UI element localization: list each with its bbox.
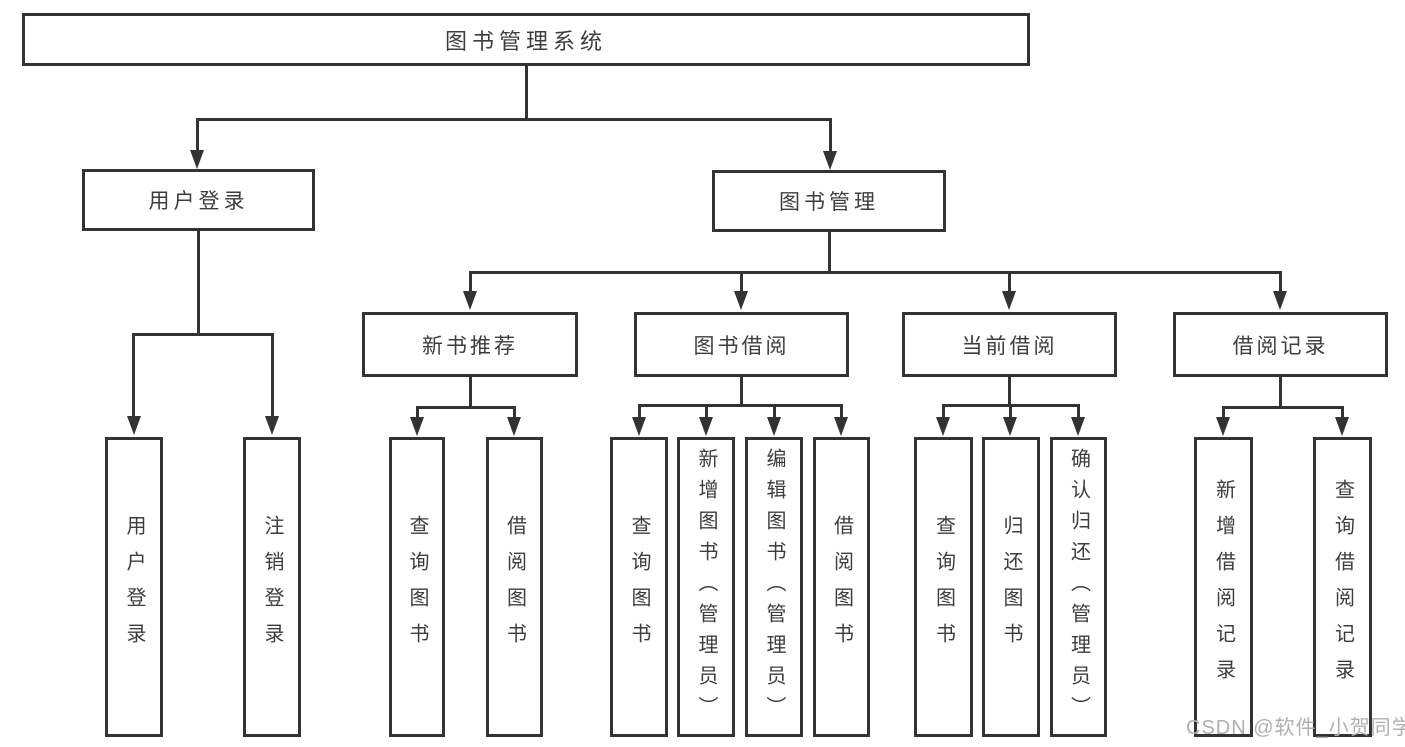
arrow-down-icon	[1273, 291, 1287, 310]
connector-line	[1077, 404, 1080, 418]
node-new-book-recommend: 新书推荐	[362, 312, 578, 377]
leaf-user-login: 用户登录	[105, 437, 163, 737]
arrow-down-icon	[1216, 417, 1230, 436]
node-borrowing-records-label: 借阅记录	[1232, 334, 1329, 358]
connector-line	[638, 404, 843, 407]
connector-line	[829, 118, 832, 151]
node-book-borrowing-label: 图书借阅	[693, 334, 790, 358]
leaf-bb-borrow-books: 借阅图书	[813, 437, 870, 737]
leaf-bb-add-books-admin: 新增图书（管理员）	[677, 437, 735, 737]
csdn-watermark: CSDN @软件_小贺同学	[1186, 717, 1405, 739]
arrow-down-icon	[1071, 417, 1085, 436]
connector-line	[942, 404, 945, 418]
connector-line	[740, 377, 743, 406]
connector-line	[469, 377, 472, 408]
leaf-nbr-borrow-books: 借阅图书	[486, 437, 543, 737]
arrow-down-icon	[699, 417, 713, 436]
connector-line	[638, 404, 641, 418]
node-root-label: 图书管理系统	[444, 28, 607, 54]
arrow-down-icon	[127, 416, 141, 435]
connector-line	[469, 271, 472, 293]
leaf-cb-return-books-label: 归还图书	[1000, 515, 1022, 659]
connector-line	[1279, 271, 1282, 293]
connector-line	[1009, 404, 1012, 418]
leaf-br-add-record: 新增借阅记录	[1194, 437, 1253, 737]
arrow-down-icon	[265, 416, 279, 435]
arrow-down-icon	[936, 417, 950, 436]
node-user-login: 用户登录	[82, 169, 315, 231]
connector-line	[197, 231, 200, 335]
leaf-br-query-record-label: 查询借阅记录	[1331, 479, 1354, 695]
leaf-cb-query-books-label: 查询图书	[932, 515, 955, 659]
leaf-nbr-query-books-label: 查询图书	[406, 515, 428, 659]
node-current-borrowing: 当前借阅	[902, 312, 1117, 377]
connector-line	[469, 271, 1282, 274]
connector-line	[271, 333, 274, 416]
node-book-management: 图书管理	[712, 170, 946, 232]
leaf-bb-borrow-books-label: 借阅图书	[830, 515, 853, 659]
leaf-cb-confirm-return-admin-label: 确认归还（管理员）	[1067, 447, 1090, 727]
leaf-logout-label: 注销登录	[261, 515, 283, 659]
leaf-nbr-borrow-books-label: 借阅图书	[503, 515, 526, 659]
arrow-down-icon	[632, 417, 646, 436]
connector-line	[525, 66, 528, 120]
arrow-down-icon	[823, 151, 837, 170]
connector-line	[828, 232, 831, 273]
connector-line	[1222, 406, 1344, 409]
leaf-cb-confirm-return-admin: 确认归还（管理员）	[1050, 437, 1107, 737]
leaf-logout: 注销登录	[243, 437, 301, 737]
node-new-book-recommend-label: 新书推荐	[422, 334, 518, 358]
connector-line	[196, 118, 199, 151]
arrow-down-icon	[734, 291, 748, 310]
node-borrowing-records: 借阅记录	[1173, 312, 1388, 377]
arrow-down-icon	[834, 417, 848, 436]
arrow-down-icon	[767, 417, 781, 436]
connector-line	[1222, 406, 1225, 418]
node-book-management-label: 图书管理	[779, 191, 879, 214]
connector-line	[197, 118, 831, 121]
arrow-down-icon	[463, 291, 477, 310]
leaf-br-add-record-label: 新增借阅记录	[1212, 479, 1235, 695]
leaf-br-query-record: 查询借阅记录	[1313, 437, 1372, 737]
node-book-borrowing: 图书借阅	[634, 312, 849, 377]
leaf-nbr-query-books: 查询图书	[389, 437, 445, 737]
arrow-down-icon	[410, 417, 424, 436]
connector-line	[740, 271, 743, 293]
connector-line	[705, 404, 708, 418]
leaf-bb-query-books-label: 查询图书	[628, 515, 650, 659]
node-root: 图书管理系统	[22, 13, 1030, 66]
node-current-borrowing-label: 当前借阅	[961, 334, 1058, 358]
leaf-bb-query-books: 查询图书	[610, 437, 668, 737]
arrow-down-icon	[1335, 417, 1349, 436]
connector-line	[513, 406, 516, 418]
leaf-user-login-label: 用户登录	[123, 515, 145, 659]
arrow-down-icon	[1002, 291, 1016, 310]
connector-line	[416, 406, 419, 418]
leaf-cb-query-books: 查询图书	[914, 437, 973, 737]
connector-line	[1008, 271, 1011, 293]
leaf-bb-add-books-admin-label: 新增图书（管理员）	[695, 447, 717, 727]
leaf-cb-return-books: 归还图书	[982, 437, 1040, 737]
arrow-down-icon	[1003, 417, 1017, 436]
connector-line	[1279, 377, 1282, 408]
node-user-login-label: 用户登录	[148, 190, 249, 213]
connector-line	[416, 406, 515, 409]
connector-line	[1008, 377, 1011, 406]
leaf-bb-edit-books-admin: 编辑图书（管理员）	[745, 437, 803, 737]
connector-line	[1341, 406, 1344, 418]
arrow-down-icon	[507, 417, 521, 436]
connector-line	[132, 333, 273, 336]
connector-line	[773, 404, 776, 418]
connector-line	[132, 333, 135, 416]
connector-line	[840, 404, 843, 418]
arrow-down-icon	[190, 150, 204, 169]
leaf-bb-edit-books-admin-label: 编辑图书（管理员）	[763, 447, 785, 727]
